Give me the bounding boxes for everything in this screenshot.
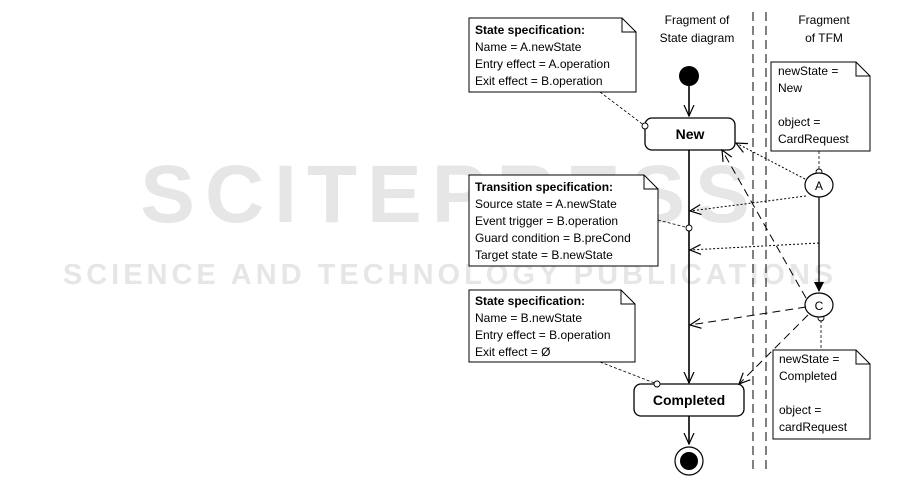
state-completed: Completed [633, 383, 745, 417]
tfm-event-c: C [804, 292, 834, 318]
watermark-title: SCITEPRESS [140, 149, 759, 240]
watermark-subtitle: SCIENCE AND TECHNOLOGY PUBLICATIONS [63, 259, 837, 291]
note-line: Target state = B.newState [475, 248, 613, 262]
mapping-c-to-completed [739, 314, 809, 384]
note-line: newState = [779, 352, 839, 366]
initial-node [679, 66, 699, 86]
mapping-a-to-new [736, 143, 806, 180]
note-line: object = [778, 115, 820, 129]
note-anchor [653, 380, 661, 388]
note-transition-spec: Transition specification: Source state =… [468, 174, 659, 267]
note-tfm-a: newState = New object = CardRequest [770, 61, 871, 152]
note-title: Transition specification: [475, 180, 613, 194]
note-line: Exit effect = Ø [475, 345, 550, 359]
note-line: CardRequest [778, 132, 849, 146]
mapping-c-to-new [722, 150, 807, 299]
column-heading-line: Fragment of [665, 13, 730, 27]
note-line: object = [779, 403, 821, 417]
note-line: Entry effect = A.operation [475, 57, 610, 71]
note-tfm-c: newState = Completed object = cardReques… [772, 349, 871, 440]
note-line: Event trigger = B.operation [475, 214, 618, 228]
mapping-c-to-transition [690, 306, 807, 325]
note-connector [599, 361, 658, 385]
note-line: New [778, 81, 802, 95]
note-anchor [685, 224, 693, 232]
note-line: newState = [778, 64, 838, 78]
note-line: Name = A.newState [475, 40, 582, 54]
note-line: Guard condition = B.preCond [475, 231, 631, 245]
note-line: Name = B.newState [475, 311, 582, 325]
column-heading-line: Fragment [798, 13, 850, 27]
column-heading-state-diagram: Fragment of State diagram [660, 13, 735, 45]
note-line: Completed [779, 369, 837, 383]
state-new: New [644, 117, 736, 151]
column-heading-line: State diagram [660, 31, 735, 45]
state-new-box [644, 117, 736, 151]
note-title: State specification: [475, 23, 585, 37]
note-line: Entry effect = B.operation [475, 328, 611, 342]
note-connector [599, 91, 646, 127]
tfm-event-c-circle [804, 292, 834, 318]
note-line: cardRequest [779, 420, 848, 434]
state-completed-label: Completed [653, 392, 725, 408]
mapping-a-to-transition [690, 195, 807, 211]
note-state-spec-new: State specification: Name = A.newState E… [468, 17, 637, 93]
note-anchor [641, 122, 649, 130]
watermark: SCITEPRESS SCIENCE AND TECHNOLOGY PUBLIC… [63, 149, 837, 291]
mapping-relation-to-transition [690, 242, 820, 250]
column-heading-line: of TFM [805, 31, 843, 45]
state-new-label: New [676, 126, 705, 142]
final-node [680, 452, 698, 470]
tfm-event-c-label: C [815, 299, 824, 313]
tfm-event-a: A [804, 172, 834, 198]
tfm-event-a-label: A [815, 179, 823, 193]
note-connector [657, 219, 690, 229]
note-title: State specification: [475, 294, 585, 308]
note-line: Exit effect = B.operation [475, 74, 603, 88]
note-line: Source state = A.newState [475, 197, 617, 211]
note-state-spec-completed: State specification: Name = B.newState E… [468, 289, 636, 363]
column-heading-tfm: Fragment of TFM [798, 13, 850, 45]
